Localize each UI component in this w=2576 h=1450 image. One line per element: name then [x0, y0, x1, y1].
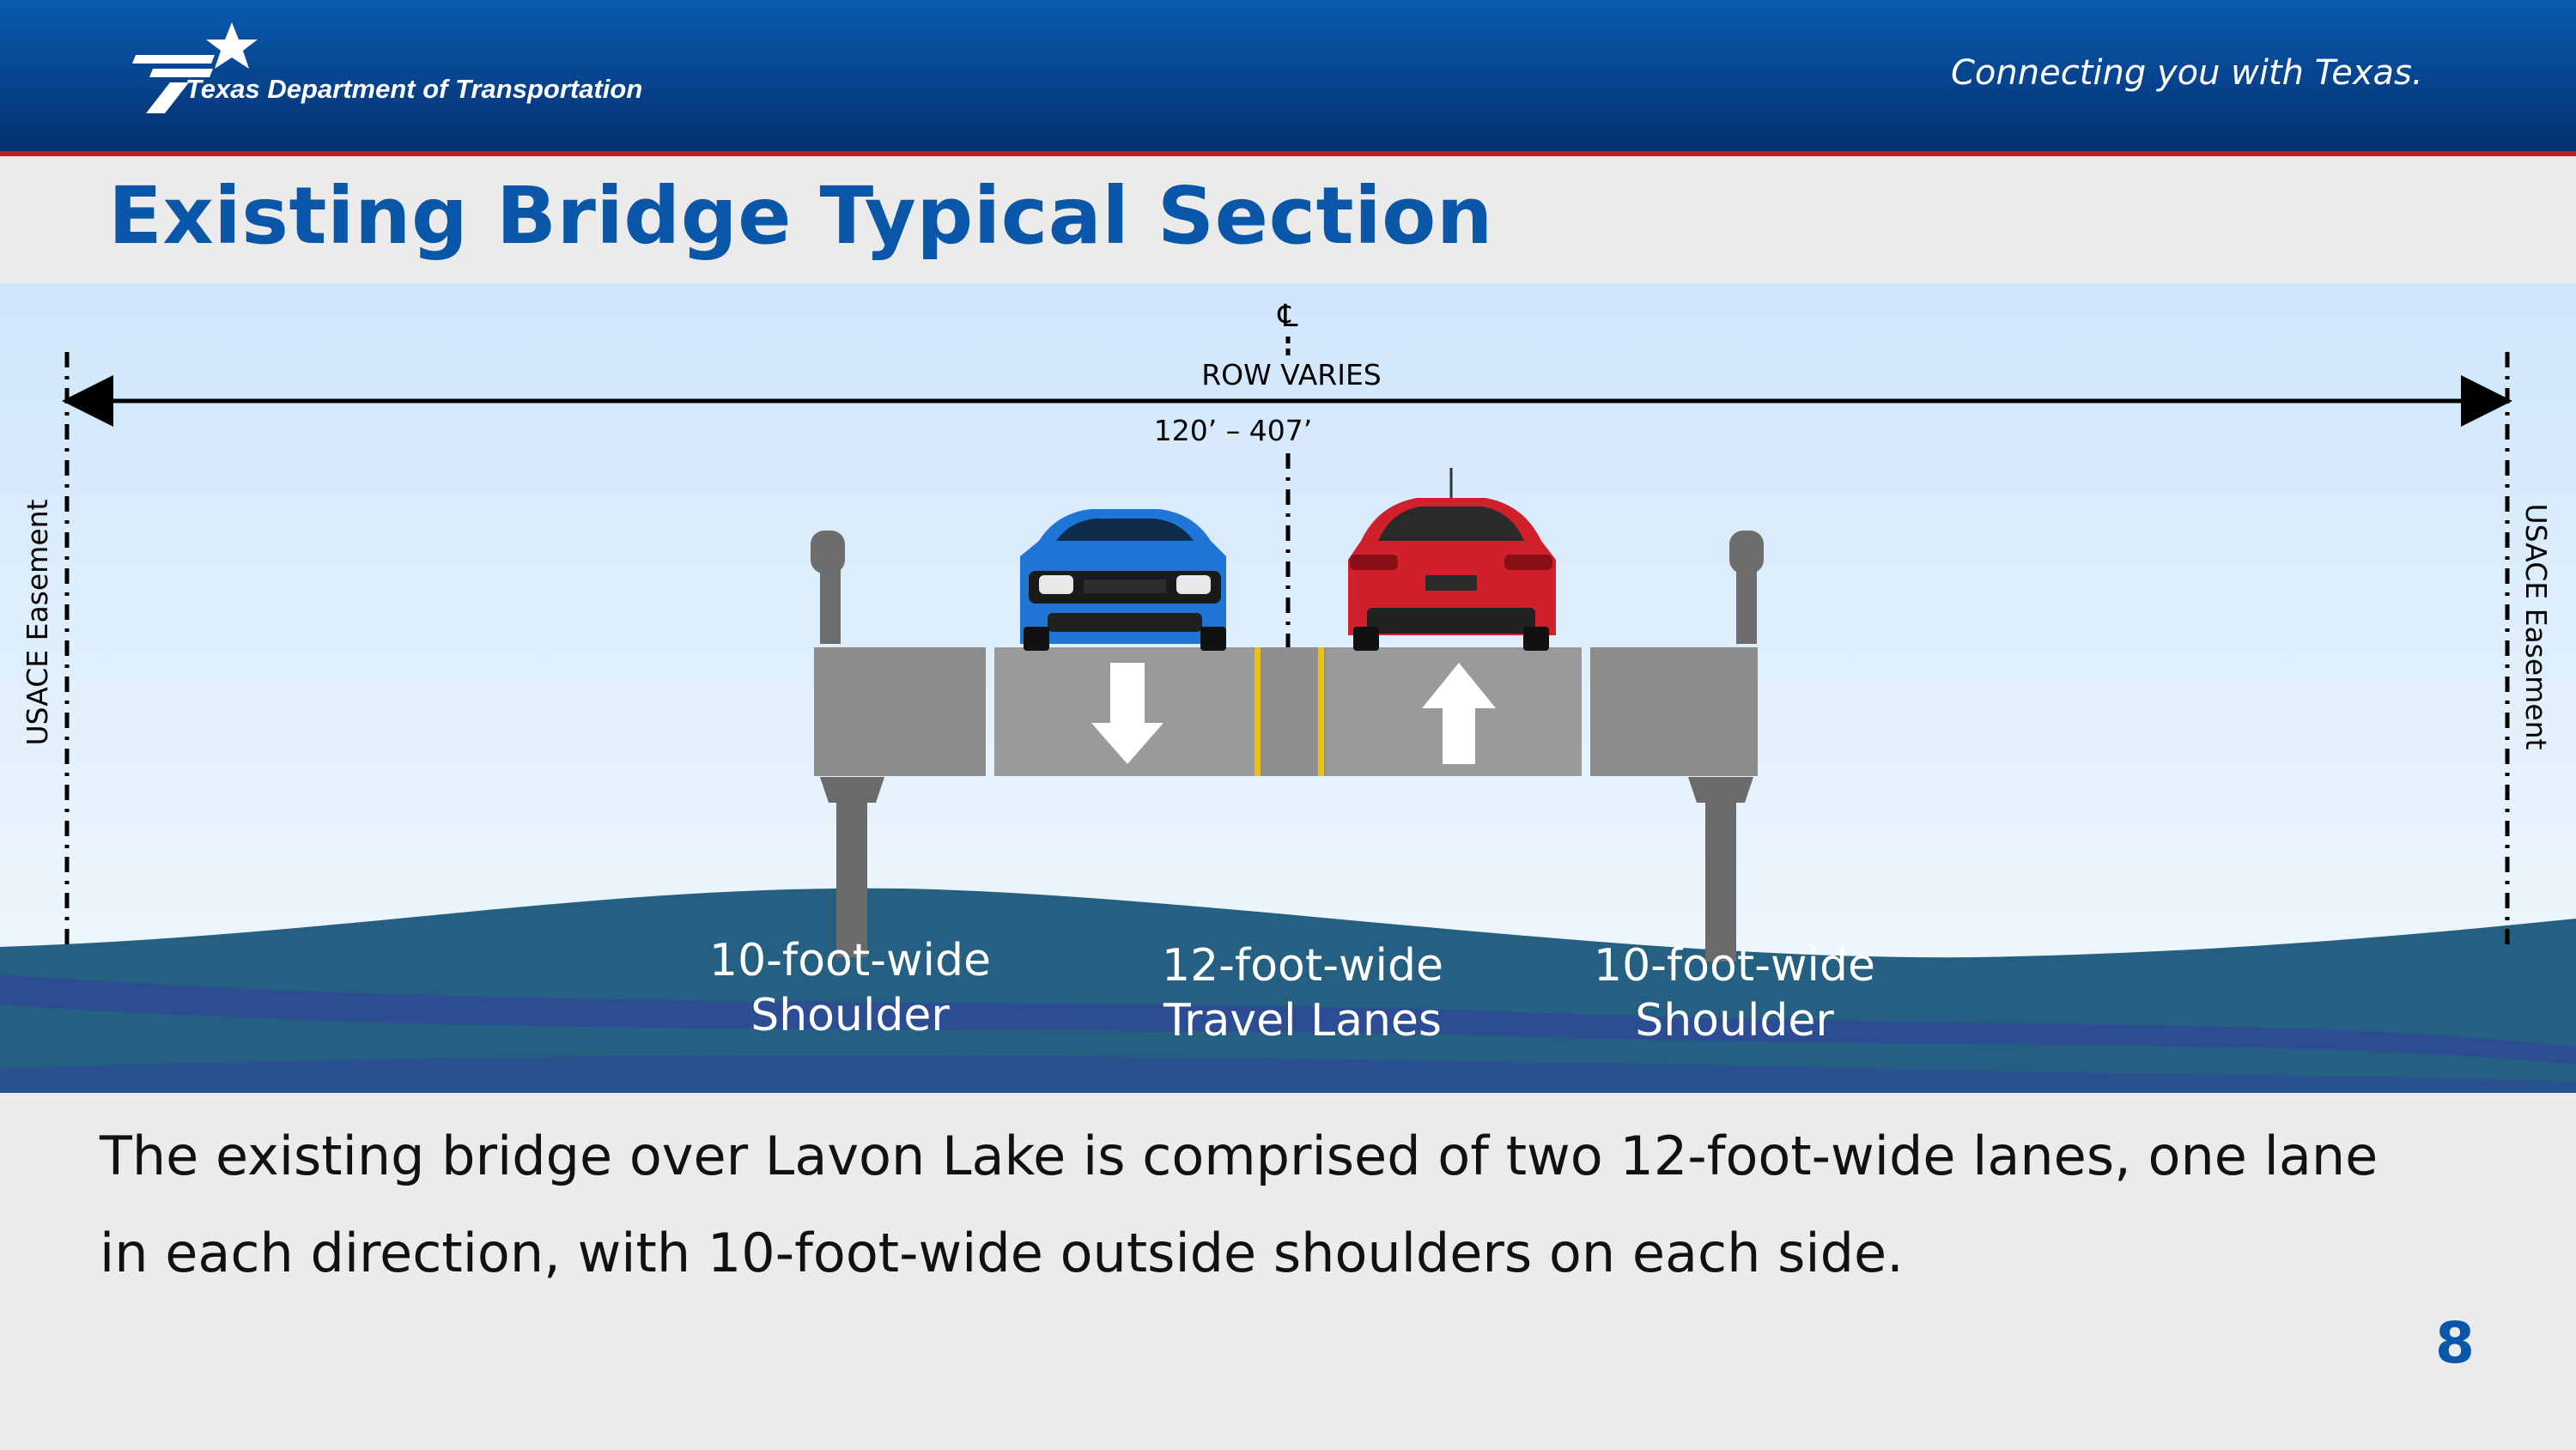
- caption-text: The existing bridge over Lavon Lake is c…: [100, 1107, 2504, 1301]
- water-stripe-lower: [0, 1055, 2576, 1093]
- right-shoulder-label-line1: 10-foot-wide: [1594, 940, 1875, 992]
- travel-lanes-label-line1: 12-foot-wide: [1162, 940, 1443, 992]
- page-number: 8: [2435, 1310, 2475, 1376]
- caption-line-2: in each direction, with 10-foot-wide out…: [100, 1222, 1904, 1284]
- row-varies-label: ROW VARIES: [1201, 358, 1382, 391]
- easement-label-right: USACE Easement: [2519, 504, 2553, 750]
- center-stripe-right: [1318, 647, 1324, 776]
- arrow-down-icon: [1091, 663, 1163, 764]
- row-range-label: 120’ – 407’: [1154, 414, 1312, 447]
- center-stripe-left: [1255, 647, 1261, 776]
- water-stripe: [0, 974, 2576, 1065]
- txdot-logo-icon: [132, 22, 258, 113]
- rail-post-left-cap: [811, 531, 845, 573]
- tagline: Connecting you with Texas.: [1951, 53, 2423, 93]
- left-shoulder-label-line1: 10-foot-wide: [709, 935, 991, 986]
- right-shoulder-label-line2: Shoulder: [1635, 995, 1834, 1047]
- pier-left-cap: [820, 777, 884, 803]
- header-bar: [0, 0, 2576, 151]
- pier-right-cap: [1688, 777, 1753, 803]
- rail-post-right-cap: [1729, 531, 1764, 573]
- deck-median: [1257, 647, 1326, 776]
- arrow-up-icon: [1422, 663, 1496, 764]
- deck-shoulder-right: [1590, 647, 1758, 776]
- easement-label-left: USACE Easement: [21, 499, 54, 745]
- pier-left: [836, 786, 867, 957]
- org-name: Texas Department of Transportation: [185, 74, 643, 104]
- page-title: Existing Bridge Typical Section: [108, 170, 1493, 262]
- left-shoulder-label-line2: Shoulder: [750, 990, 950, 1041]
- travel-lanes-label-line2: Travel Lanes: [1163, 995, 1442, 1047]
- bridge-section-diagram: ℄ ROW VARIES 120’ – 407’ USACE Easement …: [0, 283, 2576, 1093]
- deck-shoulder-left: [814, 647, 986, 776]
- title-band: [0, 156, 2576, 283]
- car-blue-icon: [1020, 509, 1226, 651]
- pier-right: [1705, 786, 1736, 962]
- centerline-symbol: ℄: [1277, 299, 1297, 334]
- car-red-icon: [1348, 468, 1556, 651]
- header-accent-line: [0, 151, 2576, 156]
- caption-line-1: The existing bridge over Lavon Lake is c…: [100, 1125, 2379, 1187]
